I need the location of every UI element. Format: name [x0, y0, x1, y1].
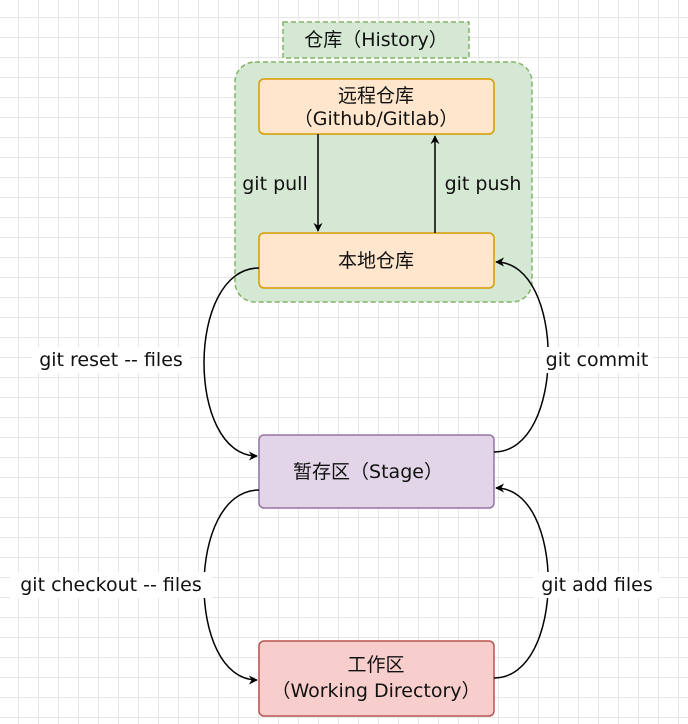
stage-box[interactable]	[258, 434, 495, 509]
git-checkout-label-bg	[10, 572, 212, 598]
local-repo-box[interactable]	[258, 232, 495, 289]
local-repo-node[interactable]: 本地仓库	[258, 232, 495, 289]
git-push-label: git push	[445, 173, 522, 195]
working-dir-node[interactable]: 工作区 （Working Directory）	[258, 640, 495, 717]
git-reset-arrow[interactable]	[203, 267, 260, 461]
git-pull-label-bg	[240, 170, 310, 196]
git-add-label-bg	[534, 572, 660, 598]
stage-node[interactable]: 暂存区（Stage）	[258, 434, 495, 509]
remote-repo-node[interactable]: 远程仓库 （Github/Gitlab）	[258, 78, 495, 135]
local-repo-title: 本地仓库	[338, 250, 414, 272]
git-pull-label: git pull	[242, 173, 308, 195]
working-dir-subtitle: （Working Directory）	[271, 680, 480, 702]
git-commit-label: git commit	[546, 349, 649, 371]
git-checkout-label: git checkout -- files	[20, 574, 202, 596]
stage-title: 暂存区（Stage）	[293, 461, 443, 483]
remote-repo-subtitle: （Github/Gitlab）	[294, 108, 458, 130]
edge-labels: git pull git push git reset -- files git…	[10, 170, 660, 598]
working-dir-title: 工作区	[347, 654, 404, 676]
working-dir-box[interactable]	[258, 640, 495, 717]
git-reset-label-bg	[32, 347, 190, 373]
git-push-label-bg	[440, 170, 526, 196]
history-group-tab	[282, 21, 470, 59]
remote-repo-title: 远程仓库	[338, 85, 414, 107]
git-reset-label: git reset -- files	[39, 349, 183, 371]
history-group-title: 仓库（History）	[304, 29, 448, 51]
remote-repo-box[interactable]	[258, 78, 495, 135]
git-checkout-arrow[interactable]	[203, 489, 260, 685]
git-add-label: git add files	[541, 574, 652, 596]
git-commit-label-bg	[541, 347, 653, 373]
